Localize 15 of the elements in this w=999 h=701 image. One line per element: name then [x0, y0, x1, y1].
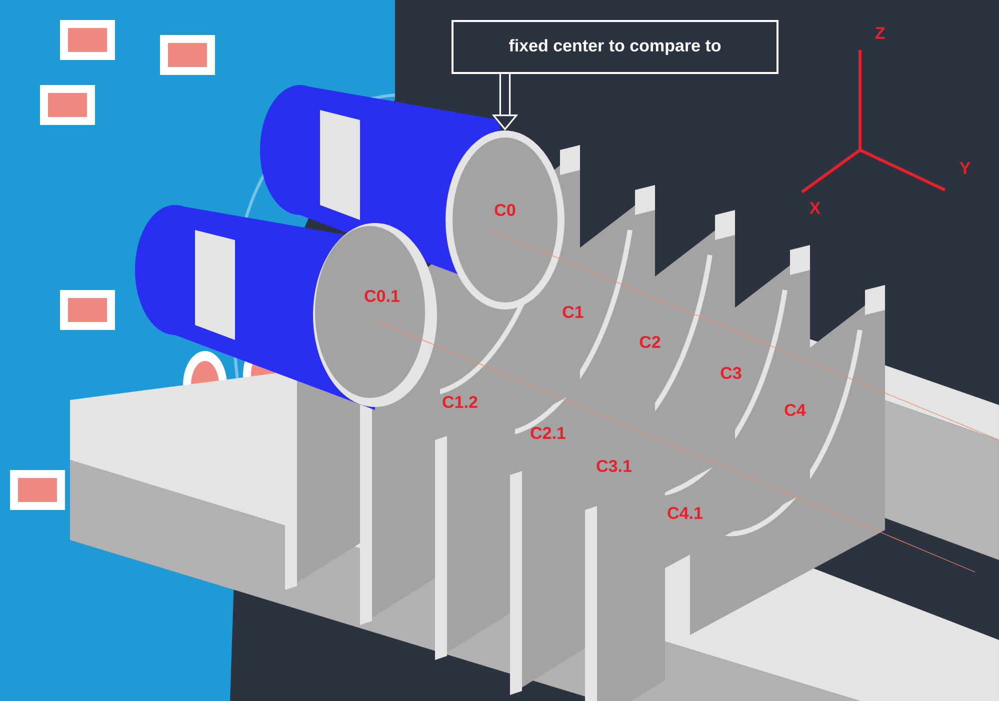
part-label: C4 [784, 404, 806, 416]
part-label: C3 [720, 366, 742, 380]
part-label: C0 [494, 204, 516, 216]
part-label: C1 [562, 306, 584, 318]
callout-box: fixed center to compare to [452, 20, 778, 74]
part-label: C3.1 [596, 460, 632, 472]
axis-label: Y [960, 162, 970, 174]
part-label: C4.1 [668, 506, 702, 519]
part-label: C2.1 [530, 426, 566, 439]
axis-label: X [810, 202, 821, 214]
part-label: C2 [640, 336, 660, 348]
axis-label: Z [875, 27, 885, 39]
part-label: C1.2 [442, 396, 478, 408]
part-label: C0.1 [364, 290, 400, 302]
disc [446, 130, 564, 310]
